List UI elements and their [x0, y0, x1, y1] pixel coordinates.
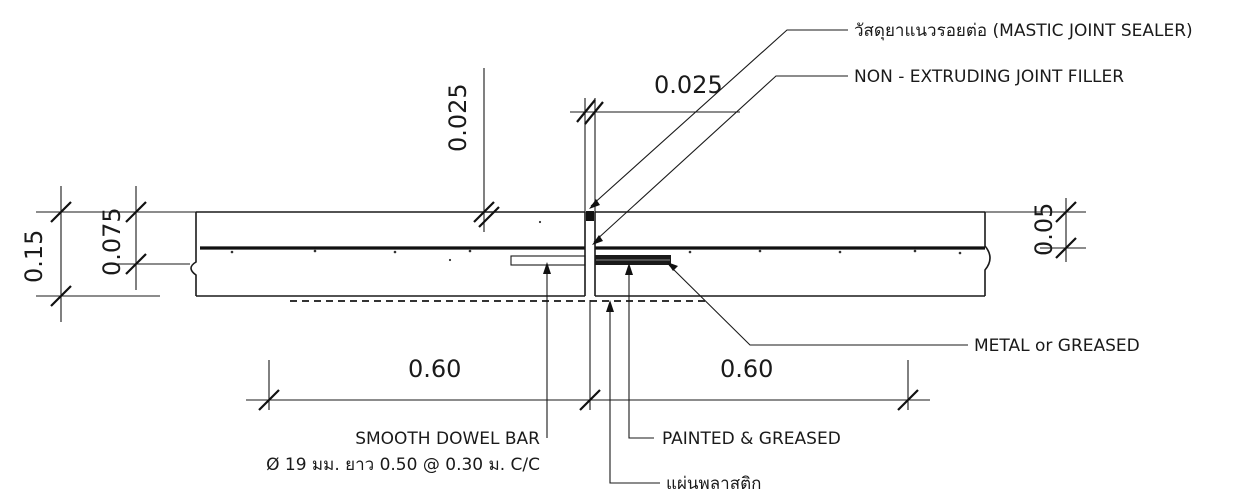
dimension-right: [985, 198, 1086, 262]
leader-lines: [543, 29, 968, 484]
label-painted-greased: PAINTED & GREASED: [662, 429, 841, 449]
label-mastic-sealer: วัสดุยาแนวรอยต่อ (MASTIC JOINT SEALER): [854, 21, 1193, 41]
dimension-joint-width: [570, 98, 740, 212]
dim-top-gap: 0.025: [654, 71, 723, 99]
mastic-sealer-block: [586, 211, 594, 221]
dim-right-length: 0.60: [720, 355, 773, 383]
dim-half-thickness: 0.075: [98, 207, 126, 276]
label-dowel-spec: Ø 19 มม. ยาว 0.50 @ 0.30 ม. C/C: [266, 455, 540, 475]
label-joint-filler: NON - EXTRUDING JOINT FILLER: [854, 67, 1124, 87]
dowel-bar: [510, 255, 671, 266]
slab-right: [595, 211, 991, 297]
dim-left-length: 0.60: [408, 355, 461, 383]
label-metal-greased: METAL or GREASED: [974, 336, 1140, 356]
label-dowel-bar: SMOOTH DOWEL BAR: [355, 429, 540, 449]
dimension-sealer-depth: [473, 68, 500, 232]
dimension-left: [36, 186, 196, 322]
dim-right-depth: 0.05: [1030, 203, 1058, 256]
concrete-specks: [230, 220, 962, 262]
dim-slab-thickness: 0.15: [20, 230, 48, 283]
dimension-bottom: [246, 300, 930, 411]
slab-left: [190, 211, 585, 297]
dim-sealer-depth: 0.025: [444, 83, 472, 152]
label-plastic-sheet: แผ่นพลาสติก: [666, 474, 761, 494]
expansion-joint: [584, 211, 596, 296]
